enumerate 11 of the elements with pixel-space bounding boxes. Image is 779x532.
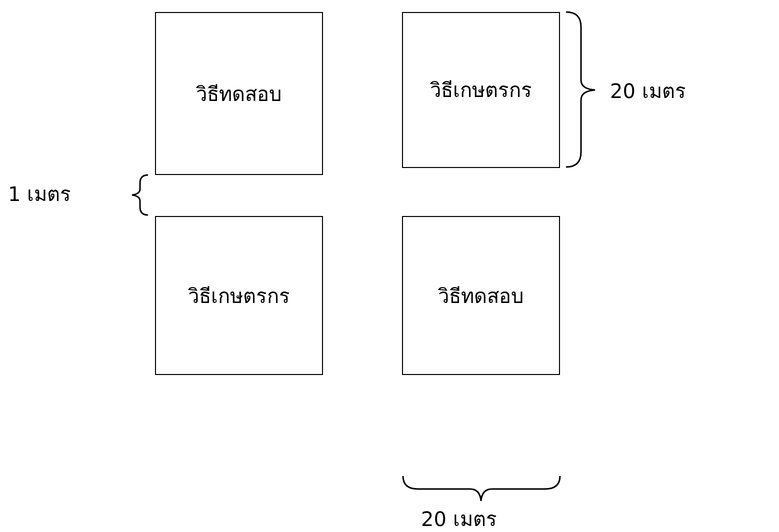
- plot-box: [155, 216, 323, 375]
- plot-box: [402, 12, 560, 168]
- plot-box: [402, 216, 560, 375]
- dimension-label: 20 เมตร: [610, 78, 686, 105]
- plot-label: วิธีทดสอบ: [438, 282, 524, 310]
- dimension-label: 1 เมตร: [8, 181, 72, 208]
- plot-label: วิธีทดสอบ: [196, 80, 282, 108]
- plot-label: วิธีเกษตรกร: [188, 282, 290, 310]
- dimension-label: 20 เมตร: [421, 506, 497, 532]
- plot-box: [155, 12, 323, 175]
- plot-label: วิธีเกษตรกร: [430, 77, 532, 104]
